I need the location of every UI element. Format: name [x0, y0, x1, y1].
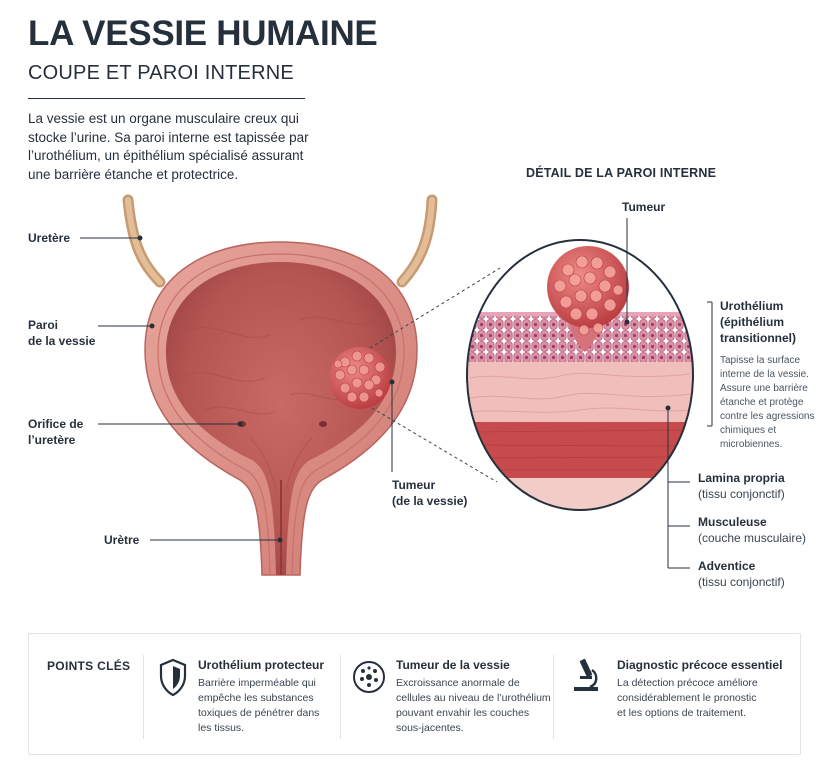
wall-detail-view	[467, 240, 693, 510]
bladder-tumor	[329, 347, 391, 409]
cell-icon	[353, 661, 385, 693]
title-divider	[28, 98, 305, 99]
urothelium-description: Tapisse la surface interne de la vessie.…	[720, 355, 815, 450]
key-points-panel	[28, 633, 801, 755]
label-lamina-propria: Lamina propria (tissu conjonctif)	[698, 471, 785, 501]
intro-line: stocke l’urine. Sa paroi interne est tap…	[28, 129, 309, 145]
shield-icon	[159, 658, 187, 697]
label-adventice: Adventice (tissu conjonctif)	[698, 559, 785, 589]
key-points-divider	[553, 655, 554, 739]
intro-line: La vessie est un organe musculaire creux…	[28, 111, 299, 126]
label-tumeur-vessie: Tumeur (de la vessie)	[392, 478, 468, 508]
label-musculeuse: Musculeuse (couche musculaire)	[698, 515, 807, 545]
label-uretre: Urètre	[104, 533, 140, 547]
intro-paragraph: La vessie est un organe musculaire creux…	[28, 110, 313, 184]
page-subtitle: COUPE ET PAROI INTERNE	[28, 62, 294, 84]
intro-line: l’urothélium, un épithélium spécialisé a…	[28, 148, 304, 163]
intro-line: une barrière étanche et protectrice.	[28, 166, 239, 182]
label-orifice-uretere: Orifice de l’uretère	[28, 417, 84, 447]
label-paroi: Paroi de la vessie	[28, 318, 96, 348]
bladder-cavity	[166, 262, 396, 575]
microscope-icon	[574, 658, 598, 691]
key-points-divider	[340, 655, 341, 739]
label-uretere: Uretère	[28, 231, 71, 245]
page-title: LA VESSIE HUMAINE	[28, 14, 378, 53]
key-points-divider	[143, 655, 144, 739]
label-urothelium: Urothélium (épithélium transitionnel)	[720, 299, 797, 345]
detail-title: DÉTAIL DE LA PAROI INTERNE	[526, 166, 717, 180]
ureter-orifice-right	[319, 421, 327, 427]
detail-ellipse-border	[466, 239, 694, 511]
key-point-item: Diagnostic précoce essentiel La détectio…	[617, 658, 783, 719]
label-detail-tumeur: Tumeur	[622, 200, 666, 214]
key-point-item: Tumeur de la vessie Excroissance anormal…	[396, 658, 551, 734]
key-point-item: Urothélium protecteur Barrière imperméab…	[198, 658, 325, 734]
bladder-illustration	[80, 194, 713, 576]
key-points-title: POINTS CLÉS	[47, 659, 131, 673]
